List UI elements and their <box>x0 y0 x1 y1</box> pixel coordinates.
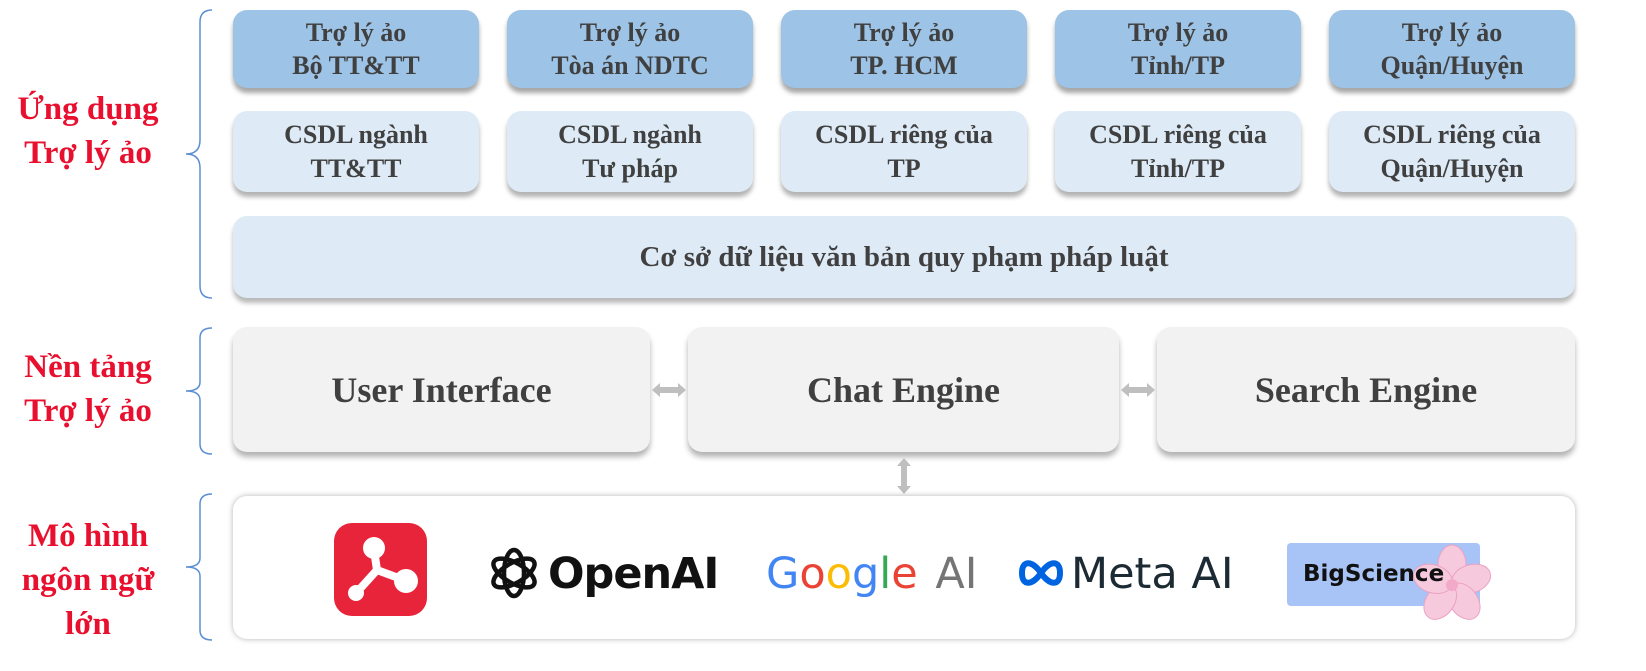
layer-label-platform: Nền tảng Trợ lý ảo <box>0 345 176 433</box>
assistant-box-ministry-line2: Bộ TT&TT <box>292 51 420 80</box>
user-interface-box: User Interface <box>233 327 650 452</box>
assistant-box-hcmc-line1: Trợ lý ảo <box>853 18 955 47</box>
assistant-box-district-line2: Quận/Huyện <box>1380 51 1524 80</box>
assistant-box-ministry-line1: Trợ lý ảo <box>305 18 407 47</box>
database-box-district: CSDL riêng của Quận/Huyện <box>1329 111 1575 192</box>
assistant-box-province-line2: Tỉnh/TP <box>1131 51 1225 80</box>
layer-label-platform-line1: Nền tảng <box>24 349 152 385</box>
legal-database-label: Cơ sở dữ liệu văn bản quy phạm pháp luật <box>639 240 1169 273</box>
bigscience-wordmark: BigScience <box>1303 561 1445 587</box>
database-box-ministry-line1: CSDL ngành <box>284 119 428 149</box>
database-box-province-line2: Tỉnh/TP <box>1131 153 1225 183</box>
assistant-box-province: Trợ lý ảo Tỉnh/TP <box>1055 10 1301 88</box>
bracket-platform <box>185 327 213 455</box>
double-arrow-ui-chat-icon <box>652 383 686 397</box>
assistant-box-ministry: Trợ lý ảo Bộ TT&TT <box>233 10 479 88</box>
network-nodes-icon <box>334 523 427 616</box>
openai-wordmark: OpenAI <box>548 549 719 599</box>
assistant-box-district-line1: Trợ lý ảo <box>1401 18 1503 47</box>
assistant-box-hcmc-line2: TP. HCM <box>850 51 958 80</box>
database-box-district-line1: CSDL riêng của <box>1363 119 1541 149</box>
google-ai-suffix: AI <box>935 549 978 599</box>
search-engine-label: Search Engine <box>1254 369 1478 410</box>
layer-label-application-line2: Trợ lý ảo <box>24 135 152 171</box>
bracket-llm <box>185 493 213 641</box>
assistant-box-hcmc: Trợ lý ảo TP. HCM <box>781 10 1027 88</box>
database-box-justice: CSDL ngành Tư pháp <box>507 111 753 192</box>
meta-ai-wordmark: Meta AI <box>1071 549 1234 599</box>
database-box-city: CSDL riêng của TP <box>781 111 1027 192</box>
layer-label-application-line1: Ứng dụng <box>17 91 159 127</box>
search-engine-box: Search Engine <box>1157 327 1575 452</box>
chat-engine-label: Chat Engine <box>806 369 1001 410</box>
layer-label-llm-line3: lớn <box>65 606 111 642</box>
database-box-province-line1: CSDL riêng của <box>1089 119 1267 149</box>
database-box-province: CSDL riêng của Tỉnh/TP <box>1055 111 1301 192</box>
google-ai-logo: Google AI <box>766 548 977 600</box>
user-interface-label: User Interface <box>331 369 552 410</box>
chat-engine-box: Chat Engine <box>688 327 1119 452</box>
database-box-city-line2: TP <box>887 153 921 183</box>
database-box-city-line1: CSDL riêng của <box>815 119 993 149</box>
database-box-justice-line1: CSDL ngành <box>558 119 702 149</box>
infinity-icon <box>1019 560 1063 586</box>
legal-database-box: Cơ sở dữ liệu văn bản quy phạm pháp luật <box>233 216 1575 298</box>
assistant-box-supreme-court-line2: Tòa án NDTC <box>551 51 709 80</box>
layer-label-llm: Mô hình ngôn ngữ lớn <box>0 514 176 646</box>
assistant-box-supreme-court: Trợ lý ảo Tòa án NDTC <box>507 10 753 88</box>
assistant-box-supreme-court-line1: Trợ lý ảo <box>579 18 681 47</box>
database-box-ministry-line2: TT&TT <box>310 153 402 183</box>
double-arrow-chat-search-icon <box>1121 383 1155 397</box>
layer-label-llm-line2: ngôn ngữ <box>21 562 155 598</box>
bigscience-logo: BigScience <box>1287 543 1492 620</box>
double-arrow-chat-llm-icon <box>897 458 911 494</box>
database-box-ministry: CSDL ngành TT&TT <box>233 111 479 192</box>
layer-label-platform-line2: Trợ lý ảo <box>24 393 152 429</box>
assistant-box-district: Trợ lý ảo Quận/Huyện <box>1329 10 1575 88</box>
layer-label-application: Ứng dụng Trợ lý ảo <box>0 87 176 175</box>
google-wordmark: Google <box>766 549 918 599</box>
cherry-blossom-icon <box>1412 544 1492 620</box>
assistant-box-province-line1: Trợ lý ảo <box>1127 18 1229 47</box>
openai-knot-icon <box>491 547 537 599</box>
database-box-justice-line2: Tư pháp <box>582 153 678 183</box>
bracket-application <box>185 9 213 299</box>
database-box-district-line2: Quận/Huyện <box>1380 153 1524 183</box>
layer-label-llm-line1: Mô hình <box>27 518 149 554</box>
